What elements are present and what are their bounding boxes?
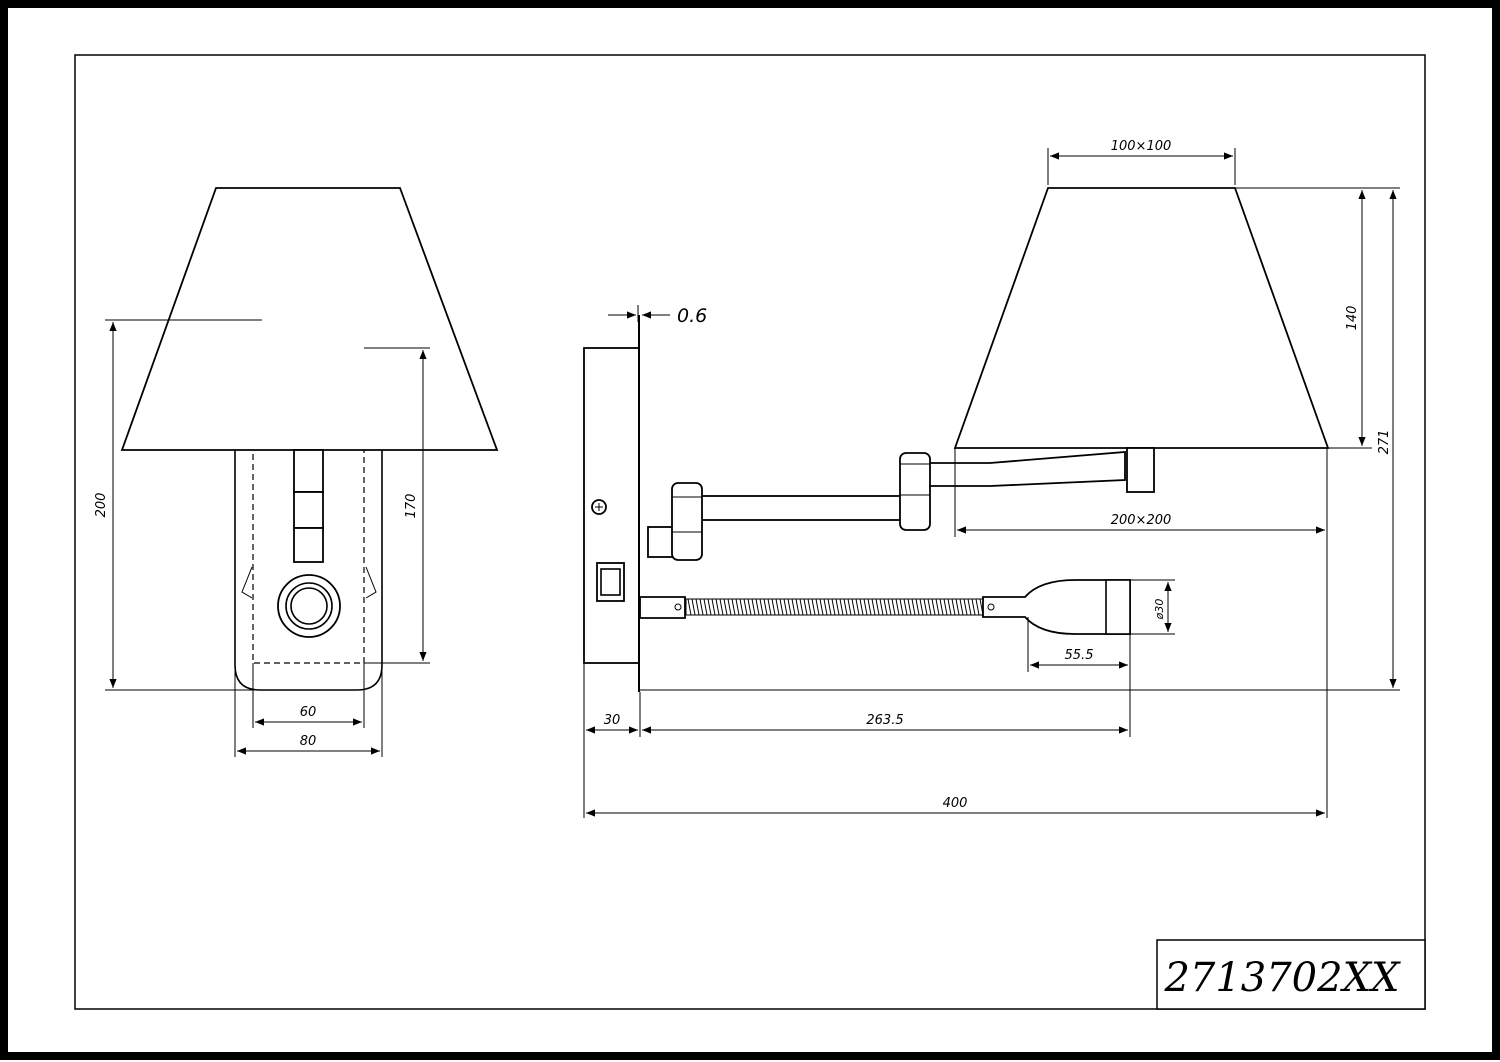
shade-holder (1126, 447, 1155, 493)
reading-head-lens-side (1105, 579, 1131, 635)
dim-outer-width: 80 (300, 734, 317, 749)
arm-segment-upper (293, 449, 324, 493)
dim-reading-head-length: 55.5 (1065, 648, 1094, 663)
dim-inner-width: 60 (300, 705, 317, 720)
gooseneck-flex (687, 598, 984, 616)
dim-base-depth: 30 (604, 713, 621, 728)
dim-gooseneck-reach: 263.5 (866, 713, 903, 728)
arm-segment-joint (293, 491, 324, 529)
arm-joint-lower (671, 482, 703, 561)
dim-reading-head-diameter: ø30 (1153, 599, 1166, 621)
arm-joint-upper (899, 452, 931, 531)
dim-shade-height: 140 (1345, 306, 1360, 331)
dim-total-depth: 400 (943, 796, 968, 811)
swing-arm-horizontal (699, 495, 906, 521)
reading-head-bracket-right (365, 566, 377, 599)
lampshade-side (953, 187, 1330, 449)
dim-shade-size: 100×100 (1111, 139, 1172, 154)
arm-segment-lower (293, 527, 324, 563)
reading-head-ring (285, 582, 333, 630)
backplate-outline (234, 450, 383, 691)
inner-frame (74, 54, 1426, 1010)
swing-arm-bent (927, 451, 1126, 487)
lampshade-front (120, 187, 499, 451)
reading-head-lens (290, 587, 328, 625)
rocker-switch-button (600, 568, 621, 596)
dim-backplate-height: 170 (404, 494, 419, 519)
model-number: 2713702XX (1163, 955, 1401, 1001)
reading-head-front (277, 574, 341, 638)
gooseneck-base (639, 596, 686, 619)
side-view: 0.6 100×100 140 271 200×200 ø30 55.5 (583, 139, 1400, 818)
reading-head-bracket-left (241, 566, 253, 599)
dim-total-height: 271 (1377, 430, 1392, 455)
dim-plate-thickness: 0.6 (677, 305, 707, 327)
wall-plate (638, 315, 640, 692)
title-block: 2713702XX (1156, 939, 1426, 1010)
dim-overall-height: 200 (94, 493, 109, 518)
front-view: 200 170 60 80 (94, 187, 499, 757)
dim-arm-extension: 200×200 (1111, 513, 1172, 528)
